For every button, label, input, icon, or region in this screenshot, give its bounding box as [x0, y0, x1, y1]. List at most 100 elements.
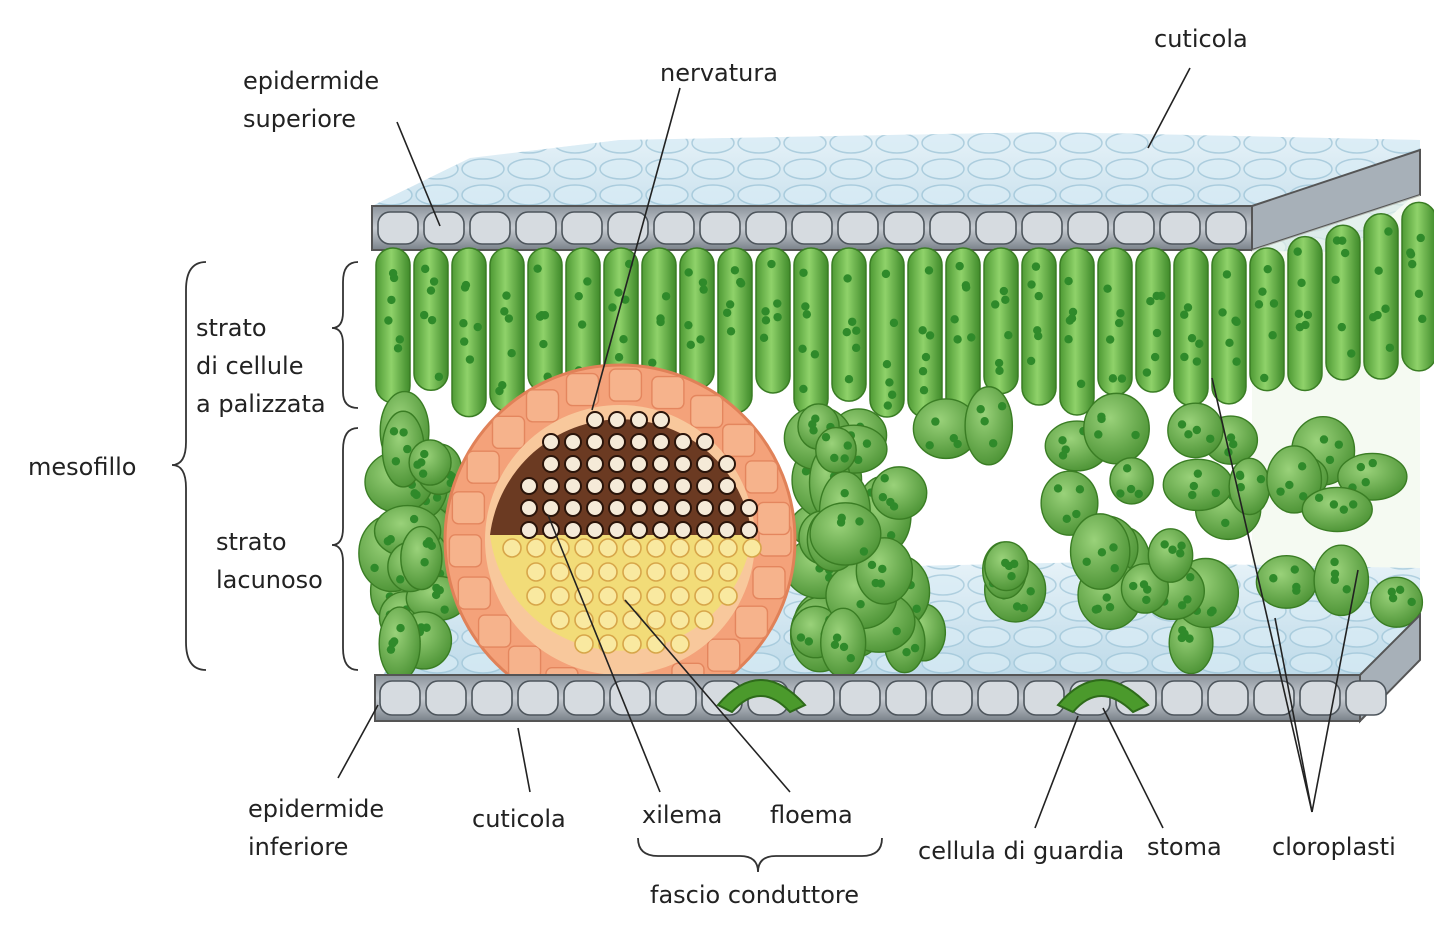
chloroplast: [1330, 500, 1338, 508]
chloroplast: [1188, 491, 1196, 499]
chloroplast: [1178, 420, 1186, 428]
label-strato-lacunoso: strato lacunoso: [216, 523, 323, 599]
label-stoma: stoma: [1147, 828, 1222, 866]
chloroplast: [1186, 573, 1194, 581]
epidermis-cell: [1160, 212, 1200, 244]
epidermis-cell: [978, 681, 1018, 715]
xylem-vessel: [543, 478, 559, 494]
chloroplast: [1142, 596, 1150, 604]
chloroplast: [883, 360, 891, 368]
epidermis-cell: [654, 212, 694, 244]
chloroplast: [962, 283, 970, 291]
chloroplast: [1140, 580, 1148, 588]
palisade-cell: [1098, 248, 1132, 395]
chloroplast: [396, 624, 404, 632]
chloroplast: [761, 307, 769, 315]
bundle-sheath-cell: [735, 606, 767, 638]
vascular-bundle: [445, 365, 795, 715]
phloem-cell: [671, 539, 689, 557]
chloroplast: [384, 316, 392, 324]
chloroplast: [474, 323, 482, 331]
xylem-vessel: [653, 522, 669, 538]
chloroplast: [1062, 445, 1070, 453]
chloroplast: [1257, 475, 1265, 483]
chloroplast: [619, 335, 627, 343]
chloroplast: [881, 474, 889, 482]
chloroplast: [1098, 548, 1106, 556]
chloroplast: [1296, 323, 1304, 331]
chloroplast: [736, 278, 744, 286]
epidermis-cell: [1114, 212, 1154, 244]
xylem-vessel: [653, 434, 669, 450]
label-line: strato: [216, 523, 323, 561]
chloroplast: [926, 331, 934, 339]
chloroplast: [1082, 558, 1090, 566]
chloroplast: [760, 334, 768, 342]
chloroplast: [1218, 308, 1226, 316]
epidermis-cell: [610, 681, 650, 715]
chloroplast: [918, 326, 926, 334]
chloroplast: [1408, 260, 1416, 268]
bundle-sheath-cell: [746, 461, 778, 493]
chloroplast: [419, 469, 427, 477]
phloem-cell: [647, 563, 665, 581]
xylem-vessel: [609, 412, 625, 428]
xylem-vessel: [653, 500, 669, 516]
phloem-cell: [575, 563, 593, 581]
epidermis-cell: [700, 212, 740, 244]
xylem-vessel: [653, 456, 669, 472]
chloroplast: [1177, 542, 1185, 550]
chloroplast: [919, 367, 927, 375]
chloroplast: [863, 439, 871, 447]
xylem-vessel: [631, 500, 647, 516]
xylem-vessel: [609, 522, 625, 538]
xylem-vessel: [631, 478, 647, 494]
chloroplast: [1135, 490, 1143, 498]
chloroplast: [879, 493, 887, 501]
spongy-cell: [1256, 556, 1316, 609]
chloroplast: [911, 644, 919, 652]
chloroplast: [1072, 510, 1080, 518]
chloroplast: [1396, 586, 1404, 594]
chloroplast: [1349, 500, 1357, 508]
chloroplast: [1208, 607, 1216, 615]
chloroplast: [801, 302, 809, 310]
chloroplast: [773, 313, 781, 321]
xylem-vessel: [675, 434, 691, 450]
chloroplast: [803, 310, 811, 318]
bundle-sheath-cell: [527, 390, 559, 422]
chloroplast: [387, 645, 395, 653]
chloroplast: [1276, 487, 1284, 495]
xylem-vessel: [631, 412, 647, 428]
chloroplast: [699, 278, 707, 286]
chloroplast: [684, 268, 692, 276]
chloroplast: [1176, 549, 1184, 557]
chloroplast: [809, 426, 817, 434]
chloroplast: [833, 634, 841, 642]
chloroplast: [1330, 558, 1338, 566]
chloroplast: [922, 353, 930, 361]
chloroplast: [955, 262, 963, 270]
label-cuticola-bottom: cuticola: [472, 800, 566, 838]
chloroplast: [727, 327, 735, 335]
phloem-cell: [551, 587, 569, 605]
phloem-cell: [647, 611, 665, 629]
xylem-vessel: [565, 522, 581, 538]
chloroplast: [575, 292, 583, 300]
phloem-cell: [551, 611, 569, 629]
chloroplast: [1333, 236, 1341, 244]
chloroplast: [912, 605, 920, 613]
chloroplast: [805, 637, 813, 645]
epidermis-cell: [380, 681, 420, 715]
epidermis-cell: [1024, 681, 1064, 715]
chloroplast: [843, 274, 851, 282]
xylem-vessel: [653, 478, 669, 494]
chloroplast: [1315, 494, 1323, 502]
chloroplast: [843, 328, 851, 336]
bundle-sheath-cell: [757, 502, 789, 534]
brace-palisade: [332, 262, 358, 408]
chloroplast: [762, 316, 770, 324]
xylem-vessel: [543, 456, 559, 472]
epidermis-cell: [1206, 212, 1246, 244]
chloroplast: [384, 537, 392, 545]
